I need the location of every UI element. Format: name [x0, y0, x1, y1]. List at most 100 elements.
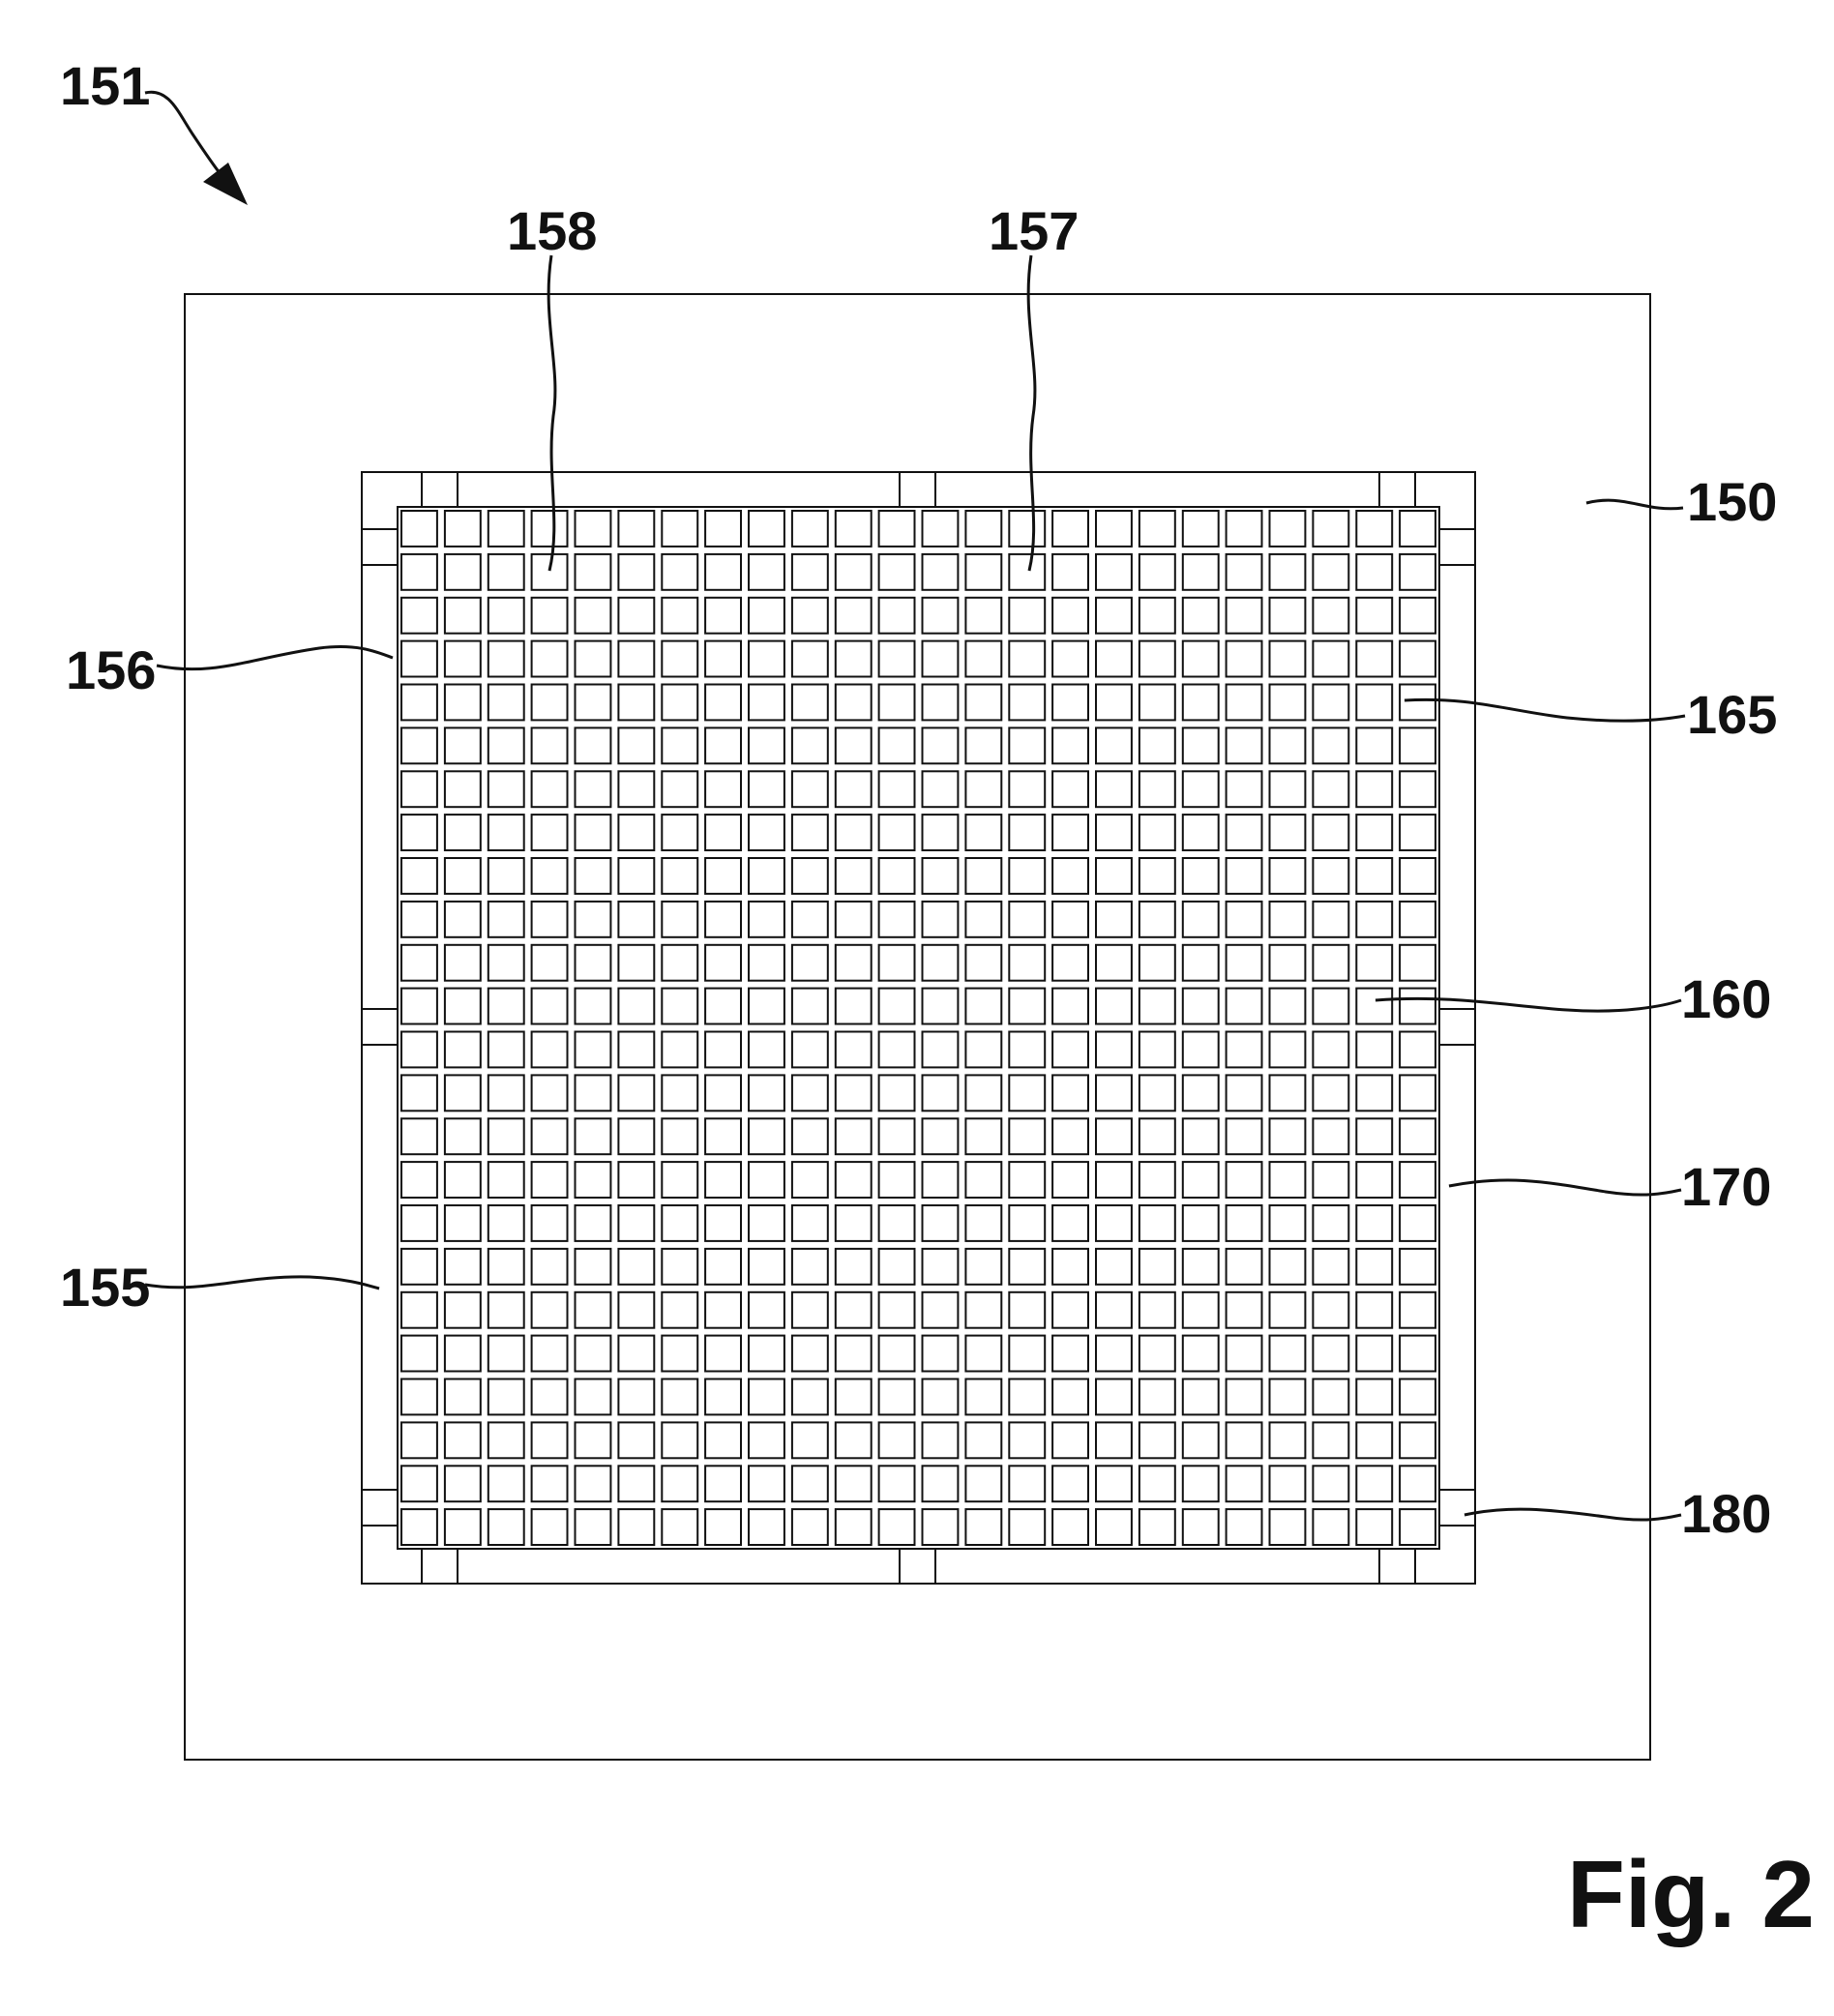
label-151: 151	[60, 55, 150, 116]
grid-cell	[1399, 683, 1436, 722]
grid-cell	[1138, 683, 1176, 722]
grid-cell	[1225, 943, 1263, 982]
grid-cell	[834, 1117, 873, 1156]
grid-cell	[1268, 1074, 1307, 1112]
grid-cell	[964, 1334, 1003, 1373]
grid-cell	[1051, 552, 1089, 591]
grid-cell	[921, 683, 960, 722]
grid-cell	[1312, 683, 1350, 722]
grid-cell	[834, 1334, 873, 1373]
grid-cell	[1355, 1378, 1394, 1416]
grid-cell	[487, 683, 525, 722]
grid-cell	[661, 683, 699, 722]
grid-cell	[617, 1074, 656, 1112]
grid-cell	[790, 1030, 829, 1069]
grid-cell	[834, 1161, 873, 1199]
grid-cell	[790, 900, 829, 938]
grid-cell	[921, 857, 960, 895]
grid-cell	[574, 552, 612, 591]
grid-cell	[443, 770, 482, 809]
grid-cell	[487, 1030, 525, 1069]
grid-cell	[487, 1204, 525, 1242]
grid-cell	[1008, 900, 1047, 938]
grid-cell	[1095, 900, 1133, 938]
grid-cell	[1312, 726, 1350, 765]
grid-cell	[834, 1378, 873, 1416]
grid-cell	[487, 1290, 525, 1329]
grid-cell	[748, 726, 785, 765]
grid-cell	[1225, 1074, 1263, 1112]
arrowhead-151	[203, 163, 248, 205]
grid-cell	[574, 1378, 612, 1416]
grid-cell	[1225, 1378, 1263, 1416]
grid-cell	[704, 1465, 742, 1503]
grid-cell	[661, 1247, 699, 1286]
grid-cell	[400, 857, 438, 895]
grid-cell	[921, 1117, 960, 1156]
grid-cell	[1268, 726, 1307, 765]
grid-cell	[1399, 770, 1436, 809]
grid-cell	[1312, 1290, 1350, 1329]
grid-cell	[617, 1161, 656, 1199]
grid-cell	[530, 857, 569, 895]
grid-cell	[1355, 1117, 1394, 1156]
grid-cell	[748, 1161, 785, 1199]
grid-cell	[1355, 596, 1394, 635]
grid-cell	[661, 1421, 699, 1460]
grid-cell	[834, 639, 873, 678]
grid-cell	[704, 814, 742, 851]
grid-cell	[1355, 943, 1394, 982]
grid-cell	[530, 1290, 569, 1329]
grid-cell	[1268, 1204, 1307, 1242]
grid-cell	[530, 639, 569, 678]
grid-cell	[1355, 1421, 1394, 1460]
grid-cell	[1225, 1334, 1263, 1373]
grid-cell	[1095, 1117, 1133, 1156]
grid-cell	[1181, 1508, 1220, 1546]
grid-cell	[1008, 1247, 1047, 1286]
grid-cell	[400, 1117, 438, 1156]
grid-cell	[1399, 1378, 1436, 1416]
grid-cell	[748, 1334, 785, 1373]
grid-cell	[790, 857, 829, 895]
grid-cell	[834, 726, 873, 765]
grid-cell	[443, 857, 482, 895]
grid-cell	[964, 1117, 1003, 1156]
grid-cell	[1181, 1290, 1220, 1329]
grid-cell	[1051, 726, 1089, 765]
grid-cell	[1008, 683, 1047, 722]
grid-cell	[877, 1247, 916, 1286]
grid-cell	[1181, 900, 1220, 938]
grid-cell	[487, 552, 525, 591]
grid-cell	[1355, 683, 1394, 722]
grid-cell	[487, 900, 525, 938]
grid-cell	[834, 1030, 873, 1069]
grid-cell	[574, 770, 612, 809]
grid-cell	[1225, 1117, 1263, 1156]
grid-cell	[1008, 987, 1047, 1025]
grid-cell	[964, 683, 1003, 722]
grid-cell	[921, 510, 960, 548]
grid-cell	[1095, 1030, 1133, 1069]
grid-cell	[748, 814, 785, 851]
grid-cell	[400, 552, 438, 591]
grid-cell	[617, 857, 656, 895]
grid-cell	[1051, 987, 1089, 1025]
grid-cell	[790, 1421, 829, 1460]
grid-cell	[617, 770, 656, 809]
grid-cell	[1138, 1247, 1176, 1286]
grid-cell	[487, 1117, 525, 1156]
grid-cell	[574, 1204, 612, 1242]
grid-cell	[1138, 1421, 1176, 1460]
grid-cell	[1008, 1117, 1047, 1156]
grid-cell	[877, 1334, 916, 1373]
grid-cell	[443, 510, 482, 548]
grid-cell	[1051, 1204, 1089, 1242]
grid-cell	[704, 683, 742, 722]
grid-cell	[748, 1204, 785, 1242]
grid-cell	[1355, 1247, 1394, 1286]
grid-cell	[834, 857, 873, 895]
grid-cell	[921, 770, 960, 809]
grid-cell	[574, 1421, 612, 1460]
grid-cell	[748, 596, 785, 635]
